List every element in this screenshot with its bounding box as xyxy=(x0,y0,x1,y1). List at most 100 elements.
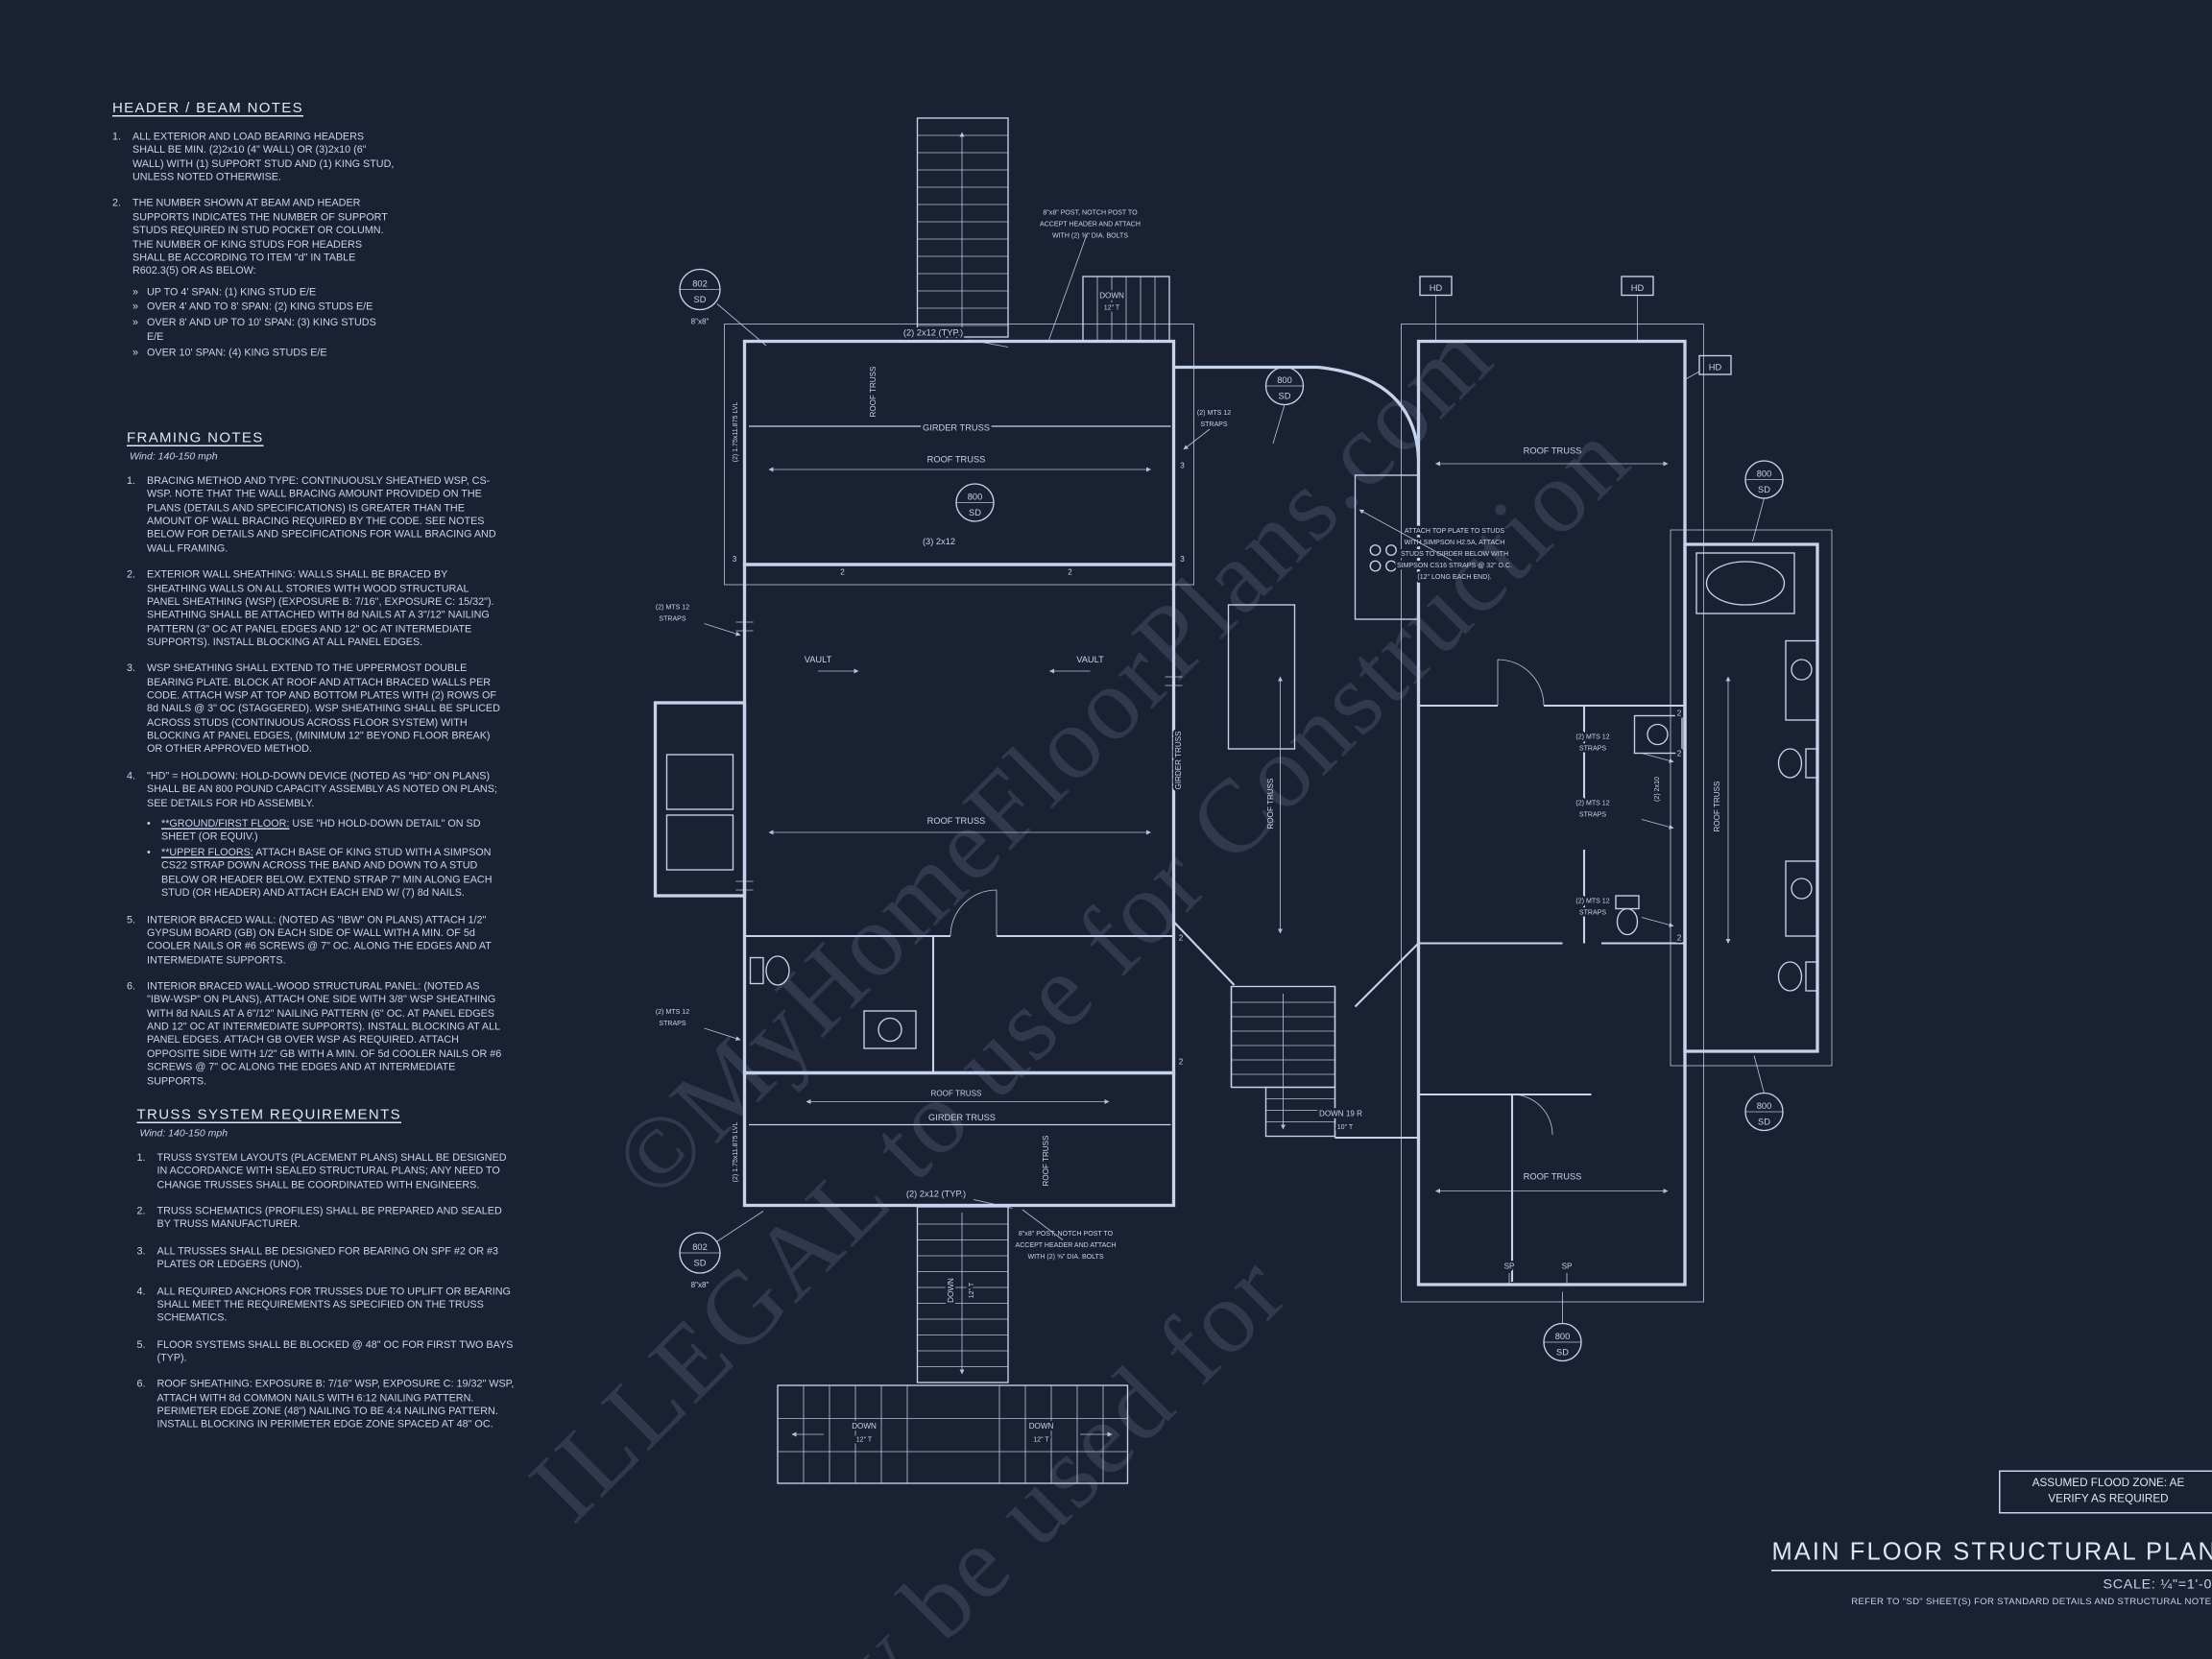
stud-count: 2 xyxy=(1179,1058,1184,1067)
note-number: 1. xyxy=(127,473,135,488)
detail-callout-800-sd: 800 SD xyxy=(1543,1291,1582,1362)
hd-label: HD xyxy=(1709,363,1722,373)
left-callouts: 802 SD 8"x8" 802 SD 8"x8" (2) MTS 12 STR… xyxy=(653,268,767,1291)
bullet-marker: » xyxy=(132,300,138,314)
callout-number: 800 xyxy=(1757,469,1772,479)
note-number: 1. xyxy=(136,1150,146,1165)
down-label: DOWN xyxy=(852,1422,877,1431)
sink-fixture xyxy=(1785,860,1818,937)
main-block: VAULT VAULT ROOF TRUSS 2 2 2 2 xyxy=(653,563,1186,1075)
roof-truss-label-vertical: ROOF TRUSS xyxy=(1042,1135,1050,1187)
attach-note-line: STUDS TO GIRDER BELOW WITH xyxy=(1401,551,1508,558)
tread-label: 12" T xyxy=(969,1282,975,1298)
stud-count: 2 xyxy=(1677,934,1682,943)
roof-truss-label: ROOF TRUSS xyxy=(931,1090,983,1098)
detail-callout-800-sd: 800 SD xyxy=(1744,460,1784,542)
toilet-fixture xyxy=(1777,961,1818,992)
post-size-label: 8"x8" xyxy=(691,318,709,326)
note-text: FLOOR SYSTEMS SHALL BE BLOCKED @ 48" OC … xyxy=(156,1336,514,1364)
note-text: TRUSS SCHEMATICS (PROFILES) SHALL BE PRE… xyxy=(156,1204,502,1231)
attach-plate-note: ATTACH TOP PLATE TO STUDS WITH SIMPSON H… xyxy=(1358,509,1514,583)
down-label: DOWN xyxy=(1029,1422,1054,1431)
sheet-title: MAIN FLOOR STRUCTURAL PLAN xyxy=(1771,1538,2212,1572)
scale-label: SCALE: ¼"=1'-0" xyxy=(2103,1576,2212,1594)
down-label: DOWN xyxy=(1099,292,1124,301)
tread-label: 12" T xyxy=(1033,1437,1049,1444)
sink-fixture xyxy=(1785,639,1818,721)
callout-number: 802 xyxy=(692,1242,708,1252)
callout-number: 800 xyxy=(968,493,982,502)
bullet-item: »UP TO 4' SPAN: (1) KING STUD E/E xyxy=(132,284,395,298)
holdown-marker: HD xyxy=(1621,276,1654,340)
note-item: 1. TRUSS SYSTEM LAYOUTS (PLACEMENT PLANS)… xyxy=(137,1151,515,1191)
holdown-marker: HD xyxy=(1419,276,1453,340)
roof-truss-label: ROOF TRUSS xyxy=(1524,1172,1582,1182)
note-text: ROOF SHEATHING: EXPOSURE B: 7/16" WSP, E… xyxy=(156,1377,515,1431)
section-title: FRAMING NOTES xyxy=(127,430,264,447)
note-item: 5. FLOOR SYSTEMS SHALL BE BLOCKED @ 48" O… xyxy=(137,1337,515,1364)
mts-strap-label: (2) MTS 12 xyxy=(656,1009,689,1016)
entry-stair-top: DOWN 12" T xyxy=(1082,276,1170,343)
toilet-fixture xyxy=(749,955,790,986)
note-text: WSP SHEATHING SHALL EXTEND TO THE UPPERM… xyxy=(147,661,500,756)
bullet-item: »OVER 4' AND TO 8' SPAN: (2) KING STUDS … xyxy=(132,301,395,314)
vault-label: VAULT xyxy=(805,655,832,664)
down-19r-label: DOWN 19 R xyxy=(1319,1110,1362,1118)
bullet-item: »OVER 8' AND UP TO 10' SPAN: (3) KING ST… xyxy=(132,316,395,343)
callout-sheet: SD xyxy=(1279,392,1291,401)
section-title: TRUSS SYSTEM REQUIREMENTS xyxy=(136,1107,401,1124)
reference-note: REFER TO "SD" SHEET(S) FOR STANDARD DETA… xyxy=(1851,1597,2212,1608)
typ-2x12-label: (2) 2x12 (TYP.) xyxy=(903,328,963,338)
sink-fixture xyxy=(863,1010,917,1049)
stud-count: 2 xyxy=(1068,568,1072,577)
callout-sheet: SD xyxy=(694,1259,707,1268)
flood-zone-line: VERIFY AS REQUIRED xyxy=(2048,1491,2169,1505)
mts-strap-label: (2) MTS 12 xyxy=(1575,899,1609,905)
roof-truss-label-vertical: ROOF TRUSS xyxy=(1266,778,1275,830)
note-text: ALL REQUIRED ANCHORS FOR TRUSSES DUE TO … xyxy=(156,1284,511,1324)
bullet-marker: » xyxy=(132,284,138,298)
roof-truss-label: ROOF TRUSS xyxy=(927,455,986,465)
note-item: 6.ROOF SHEATHING: EXPOSURE B: 7/16" WSP,… xyxy=(137,1377,515,1431)
upper-block: GIRDER TRUSS ROOF TRUSS ROOF TRUSS (2) 1… xyxy=(724,324,1194,586)
post-size-label: 8"x8" xyxy=(691,1281,709,1289)
bullet-marker: » xyxy=(132,345,138,358)
sp-label: SP xyxy=(1504,1262,1515,1271)
section-title: HEADER / BEAM NOTES xyxy=(112,101,304,117)
note-number: 3. xyxy=(127,661,135,675)
callout-sheet: SD xyxy=(1758,1118,1770,1127)
post-note-line: WITH (2) ⅝" DIA. BOLTS xyxy=(1052,233,1128,240)
note-number: 5. xyxy=(136,1336,146,1351)
note-text: TRUSS SYSTEM LAYOUTS (PLACEMENT PLANS) S… xyxy=(156,1150,507,1191)
tread-label: 10" T xyxy=(1337,1124,1354,1131)
stud-count: 2 xyxy=(1677,709,1682,718)
mts-strap-label: (2) MTS 12 xyxy=(1575,801,1609,807)
detail-callout-802-sd: 802 SD 8"x8" xyxy=(679,1211,764,1291)
typ-2x12-label: (2) 2x12 (TYP.) xyxy=(906,1190,966,1199)
note-item: 1. ALL EXTERIOR AND LOAD BEARING HEADERS … xyxy=(112,130,395,183)
holdown-sub-bullets: •**GROUND/FIRST FLOOR: USE "HD HOLD-DOWN… xyxy=(147,816,504,899)
note-number: 1. xyxy=(112,130,121,143)
girder-truss-label: GIRDER TRUSS xyxy=(923,423,990,433)
note-number: 3. xyxy=(136,1243,146,1258)
bullet-text: ATTACH BASE OF KING STUD WITH A SIMPSON … xyxy=(161,845,493,900)
mts-strap-label: STRAPS xyxy=(1579,812,1606,819)
note-text: ALL EXTERIOR AND LOAD BEARING HEADERS SH… xyxy=(132,130,395,183)
title-block: MAIN FLOOR STRUCTURAL PLAN SCALE: ¼"=1'-… xyxy=(1584,1538,2212,1607)
far-right-wing: ROOF TRUSS 800 SD 800 SD xyxy=(1670,460,1833,1132)
bullet-text: OVER 10' SPAN: (4) KING STUDS E/E xyxy=(147,345,327,358)
post-note-line: ACCEPT HEADER AND ATTACH xyxy=(1016,1242,1117,1249)
detail-callout-802-sd: 802 SD 8"x8" xyxy=(679,268,767,347)
callout-sheet: SD xyxy=(1556,1348,1569,1358)
note-item: 4."HD" = HOLDOWN: HOLD-DOWN DEVICE (NOTE… xyxy=(127,769,504,809)
post-note-line: ACCEPT HEADER AND ATTACH xyxy=(1040,222,1141,228)
stud-count: 3 xyxy=(1180,555,1185,564)
note-text: EXTERIOR WALL SHEATHING: WALLS SHALL BE … xyxy=(147,567,494,648)
note-text: THE NUMBER SHOWN AT BEAM AND HEADER SUPP… xyxy=(132,196,388,277)
post-note-line: 8"x8" POST, NOTCH POST TO xyxy=(1043,210,1138,217)
framing-notes-section: FRAMING NOTES Wind: 140-150 mph 1.BRACIN… xyxy=(127,431,504,1100)
callout-number: 800 xyxy=(1757,1101,1772,1111)
